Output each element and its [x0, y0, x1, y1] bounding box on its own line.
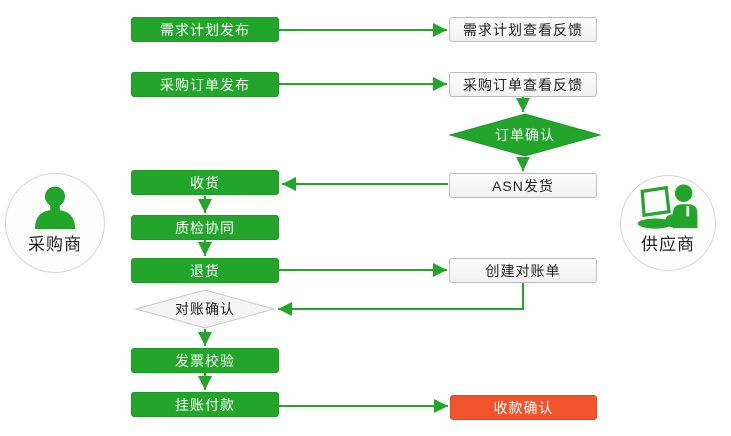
- node-po-publish: 采购订单发布: [131, 72, 279, 97]
- node-recon-confirm: 对账确认: [175, 301, 235, 317]
- node-demand-publish: 需求计划发布: [131, 17, 279, 42]
- node-demand-view: 需求计划查看反馈: [449, 17, 597, 42]
- node-create-statement: 创建对账单: [449, 258, 597, 283]
- node-invoice-check: 发票校验: [131, 348, 279, 373]
- person-laptop-icon: [637, 184, 698, 229]
- node-po-view: 采购订单查看反馈: [449, 72, 597, 97]
- node-receive: 收货: [131, 170, 279, 195]
- order-confirm-diamond: [448, 113, 602, 157]
- node-quality: 质检协同: [131, 215, 279, 240]
- node-payment: 挂账付款: [131, 392, 279, 417]
- node-returns: 退货: [131, 258, 279, 283]
- person-icon: [34, 186, 76, 230]
- supplier-label: 供应商: [641, 235, 695, 254]
- buyer-label: 采购商: [28, 235, 82, 254]
- node-order-confirm: 订单确认: [495, 127, 555, 143]
- node-receipt-confirm: 收款确认: [450, 395, 597, 420]
- recon-confirm-diamond: [134, 289, 276, 329]
- node-asn-ship: ASN发货: [449, 173, 597, 198]
- connector-statement-to-recon: [278, 283, 524, 316]
- supplier-actor: 供应商: [620, 175, 716, 271]
- buyer-actor: 采购商: [5, 173, 105, 273]
